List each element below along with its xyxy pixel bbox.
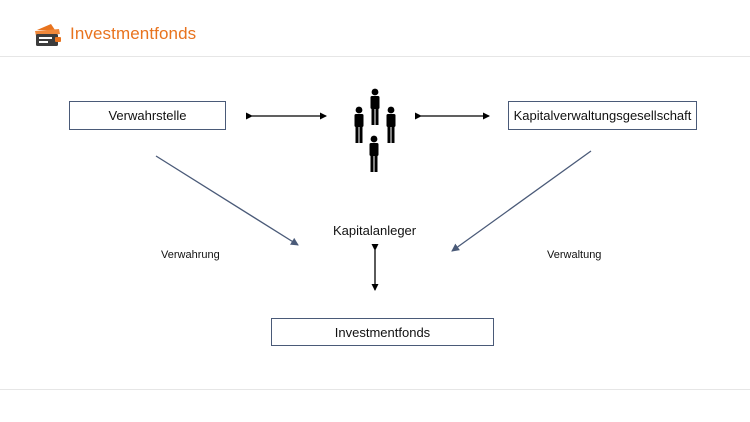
wallet-icon <box>35 24 61 46</box>
edge-label-management: Verwaltung <box>547 249 602 261</box>
node-custodian-label: Verwahrstelle <box>108 108 187 123</box>
footer-divider <box>0 389 750 390</box>
header: Investmentfonds <box>0 0 750 57</box>
edge-label-custody: Verwahrung <box>161 249 220 261</box>
arrow-custody <box>155 155 299 246</box>
node-investors-label: Kapitalanleger <box>333 223 417 238</box>
node-fund: Investmentfonds <box>271 318 494 346</box>
node-management-company: Kapitalverwaltungsgesellschaft <box>508 101 697 130</box>
brand-name[interactable]: Investmentfonds <box>70 24 197 43</box>
node-custodian: Verwahrstelle <box>69 101 226 130</box>
arrow-management <box>451 150 592 252</box>
node-management-company-label: Kapitalverwaltungsgesellschaft <box>513 108 692 123</box>
people-group-icon <box>354 88 396 172</box>
node-fund-label: Investmentfonds <box>334 324 431 340</box>
